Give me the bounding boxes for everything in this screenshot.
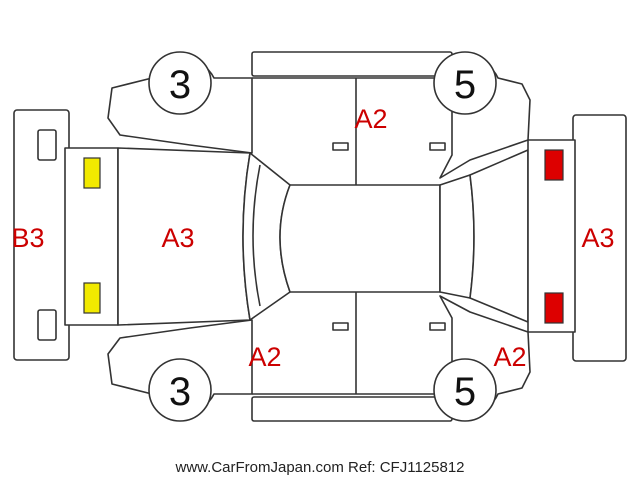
mark-rear-bumper: A3 bbox=[581, 223, 614, 253]
front-lamp-top bbox=[83, 157, 101, 189]
svg-text:5: 5 bbox=[454, 370, 476, 414]
mark-top-doors: A2 bbox=[354, 104, 387, 134]
svg-text:5: 5 bbox=[454, 63, 476, 107]
wheel-front-left: 3 bbox=[148, 51, 212, 115]
mark-front-bumper: B3 bbox=[11, 223, 44, 253]
footer-reference: www.CarFromJapan.com Ref: CFJ1125812 bbox=[175, 459, 465, 476]
rear-lamp-top bbox=[544, 149, 564, 181]
wheel-rear-left: 5 bbox=[433, 51, 497, 115]
rear-lamp-bottom bbox=[544, 292, 564, 324]
car-body-top-view bbox=[64, 139, 576, 333]
front-lamp-bottom bbox=[83, 282, 101, 314]
wheel-front-right: 3 bbox=[148, 358, 212, 422]
mark-hood: A3 bbox=[161, 223, 194, 253]
wheel-rear-right: 5 bbox=[433, 358, 497, 422]
svg-text:3: 3 bbox=[169, 63, 191, 107]
mark-bottom-rear-quarter: A2 bbox=[493, 342, 526, 372]
mark-bottom-front-door: A2 bbox=[248, 342, 281, 372]
svg-text:3: 3 bbox=[169, 370, 191, 414]
